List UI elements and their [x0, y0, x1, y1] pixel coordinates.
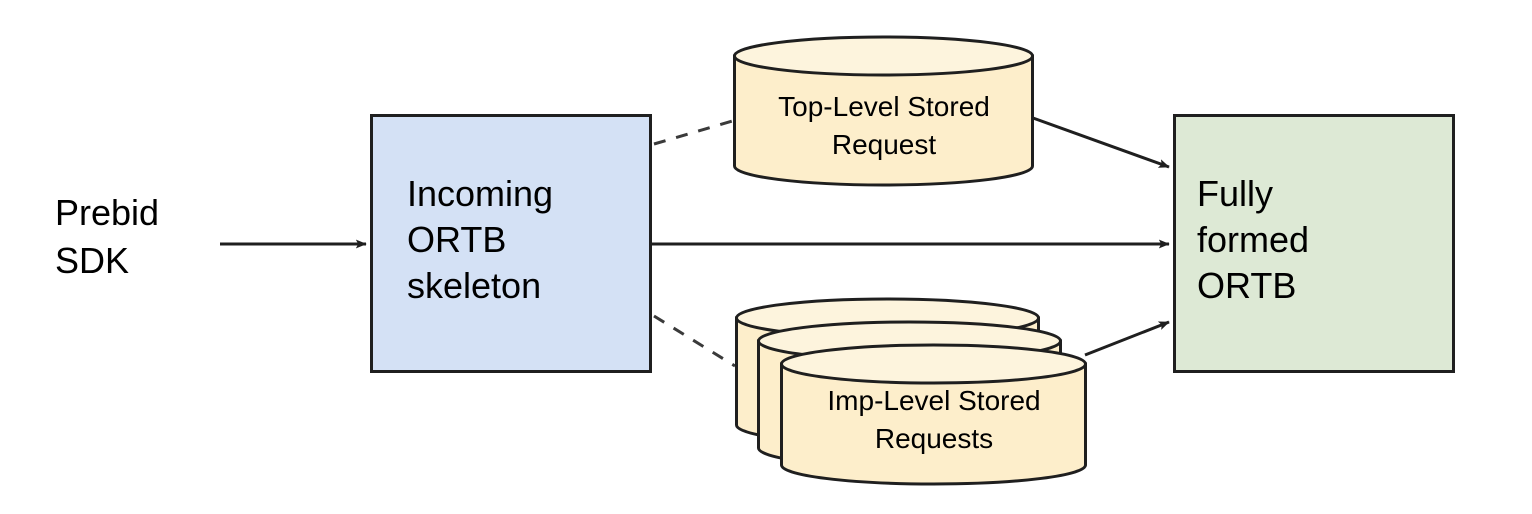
node-incoming-ortb-skeleton[interactable] — [370, 114, 652, 373]
edge-layer — [220, 116, 1170, 368]
node-top-level-stored-request[interactable] — [733, 35, 1034, 187]
edge-incoming-to-top-store — [653, 118, 737, 146]
edge-top-store-to-output — [1032, 116, 1170, 169]
node-fully-formed-ortb[interactable] — [1173, 114, 1455, 373]
edge-incoming-to-imp-store — [653, 314, 736, 368]
node-imp-level-stored-requests[interactable] — [735, 297, 1087, 486]
cylinder-front — [780, 343, 1087, 486]
edge-imp-store-to-output — [1084, 320, 1170, 357]
node-layer — [370, 35, 1455, 486]
